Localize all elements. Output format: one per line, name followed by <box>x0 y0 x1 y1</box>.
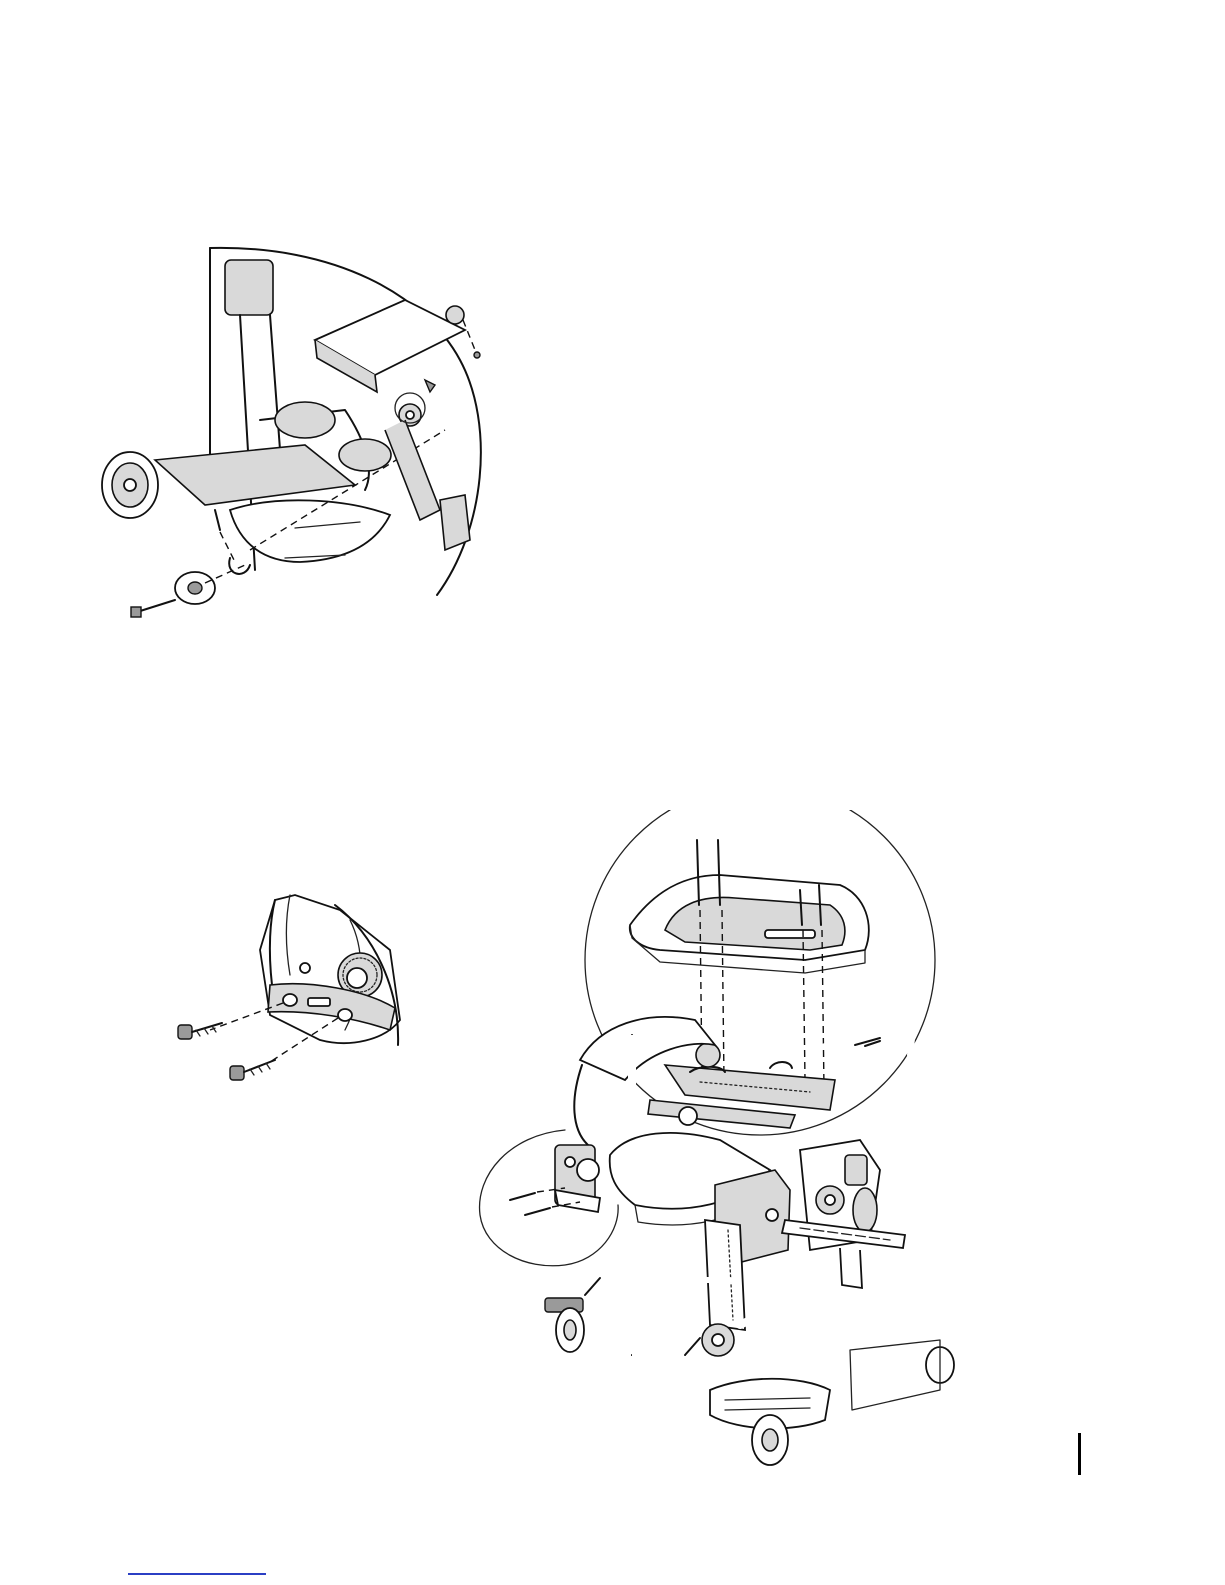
knee-pad-bracket-screws-icon <box>160 890 420 1090</box>
wheel-caster-assembly-icon <box>45 240 500 640</box>
page-number-bar <box>1078 1433 1081 1475</box>
footer-link-underline[interactable] <box>128 1573 266 1575</box>
stander-frame-tray-assembly-icon <box>470 810 970 1480</box>
knee-pad-bracket-figure <box>160 890 420 1090</box>
wheel-caster-assembly-figure <box>45 240 500 640</box>
stander-frame-assembly-figure <box>470 810 970 1480</box>
